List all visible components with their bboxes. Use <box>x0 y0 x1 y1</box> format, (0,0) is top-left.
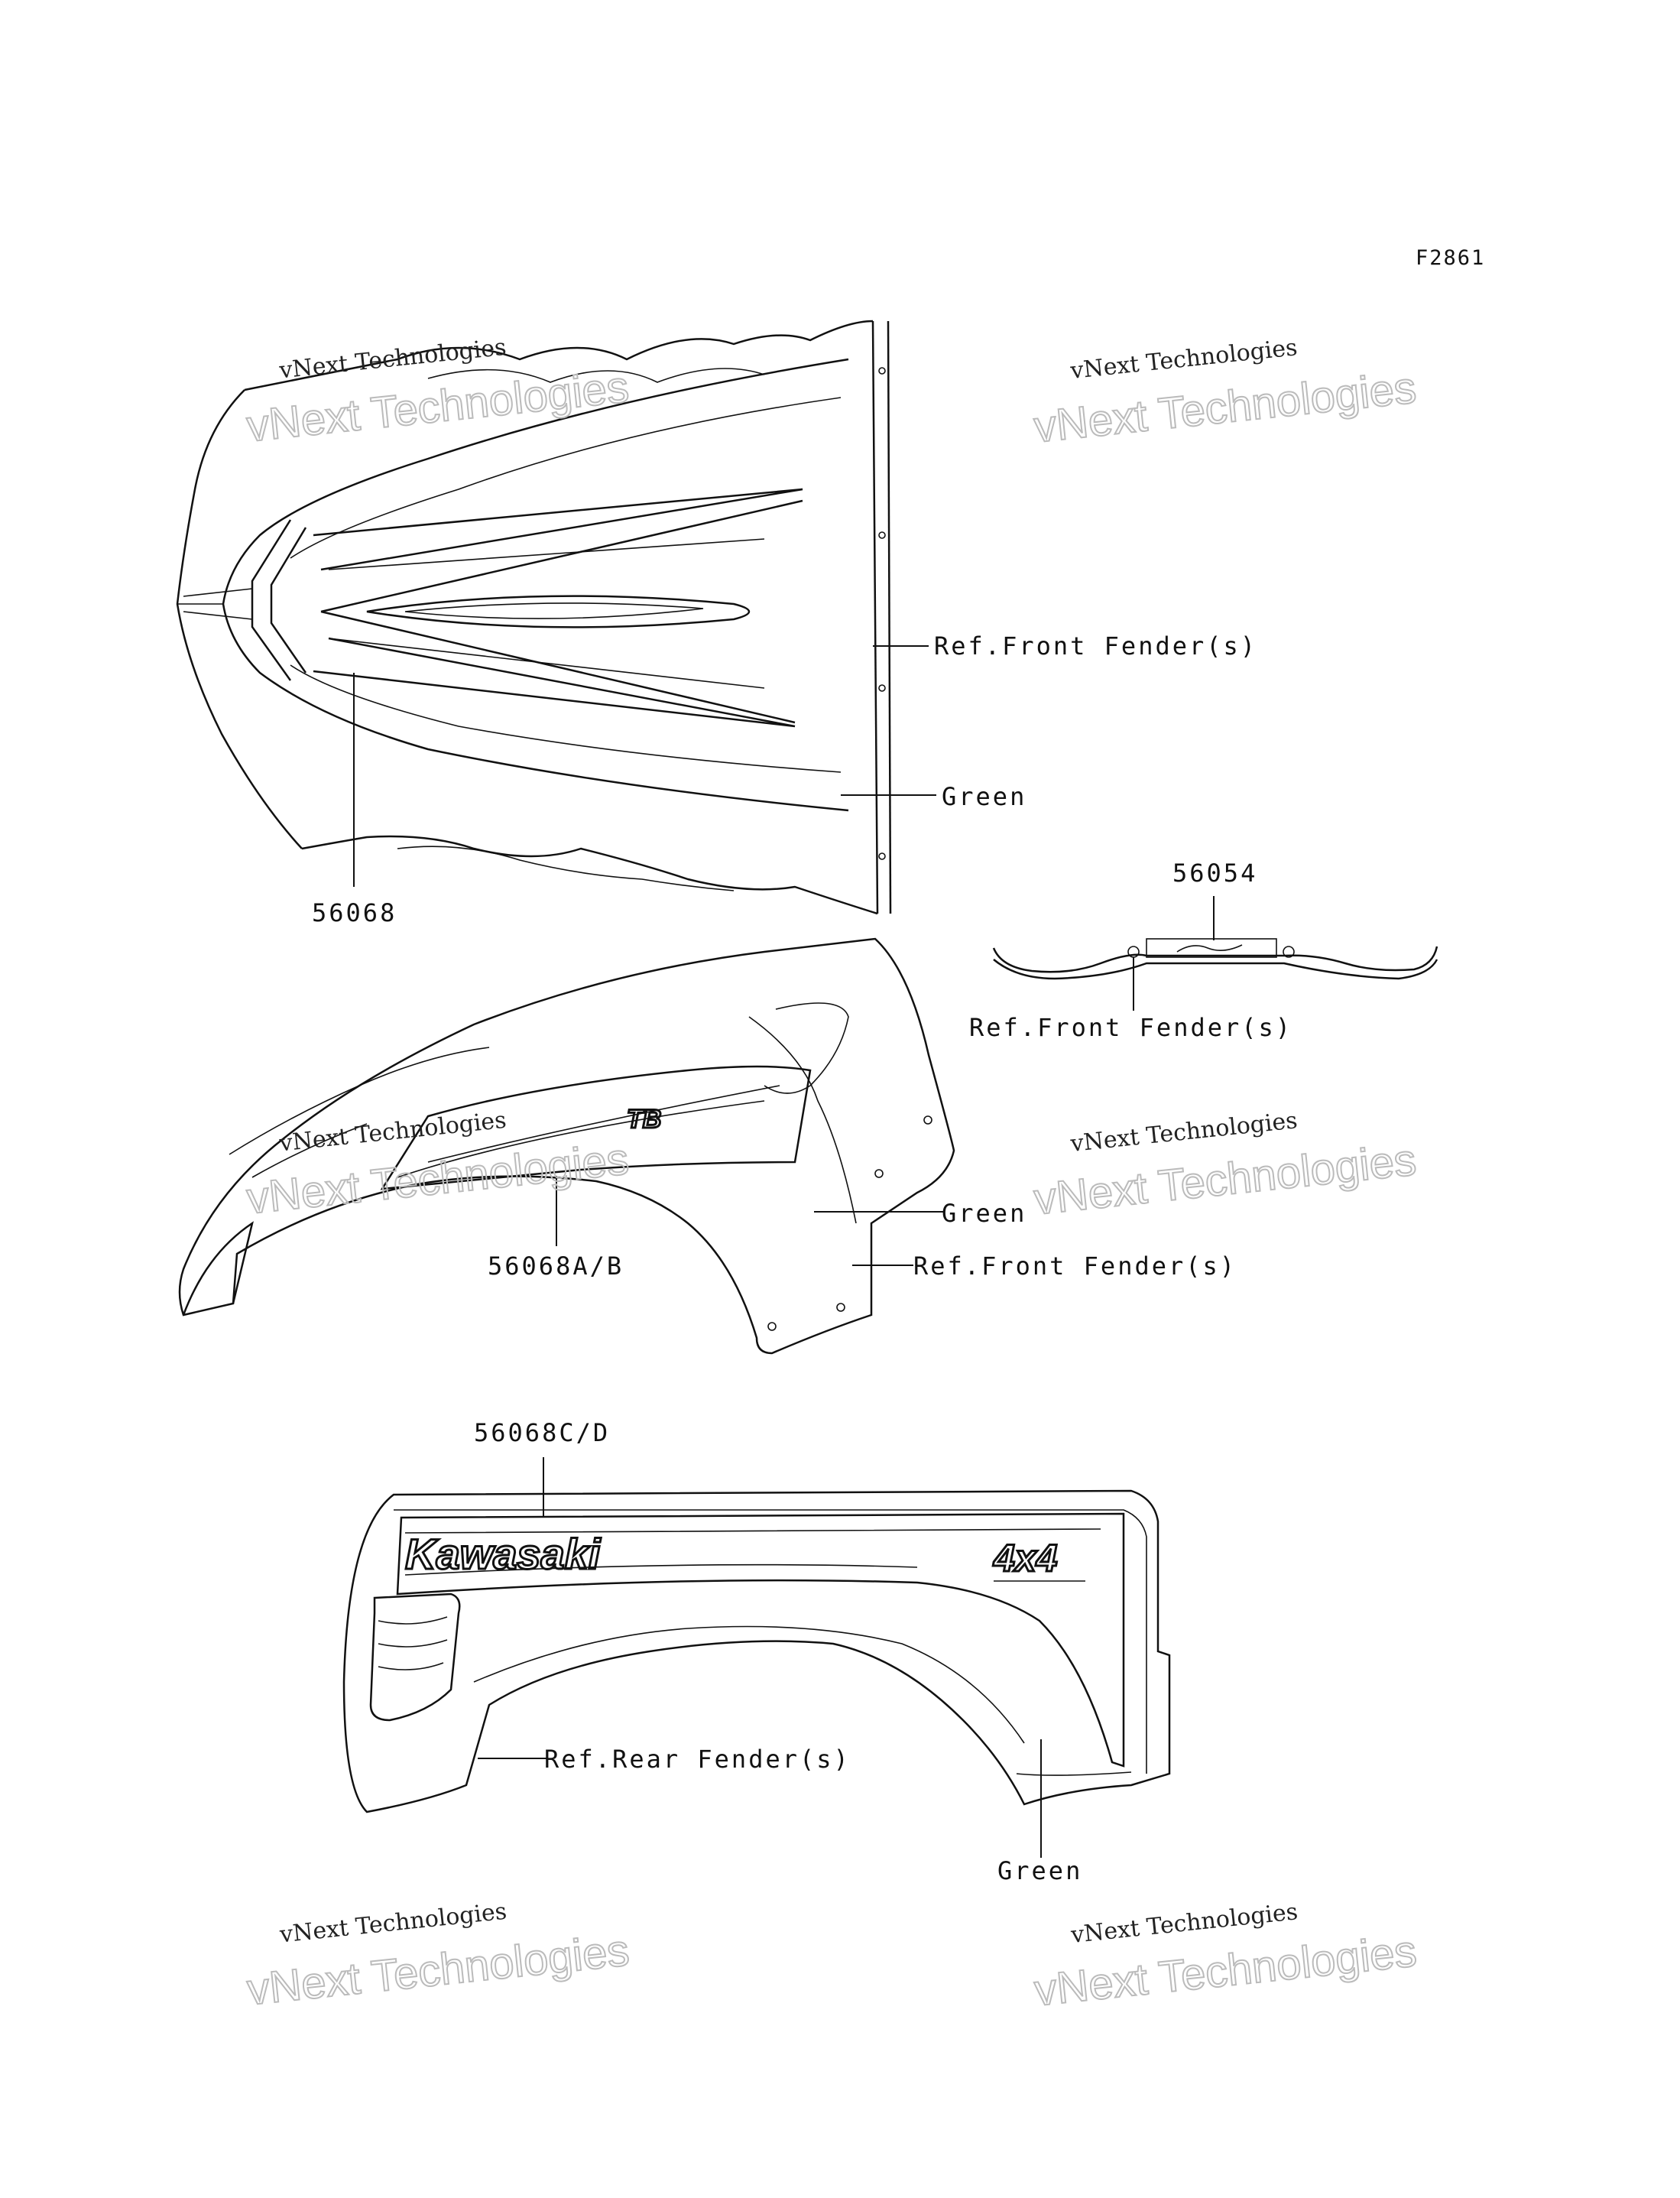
callout-ref-front-fender-2: Ref.Front Fender(s) <box>969 1013 1292 1042</box>
svg-text:vNext Technologies: vNext Technologies <box>277 334 508 385</box>
callout-green-2: Green <box>942 1199 1026 1228</box>
four-by-four-logo: 4x4 <box>993 1537 1057 1580</box>
callout-green-3: Green <box>997 1856 1082 1885</box>
callout-ref-front-fender-1: Ref.Front Fender(s) <box>934 631 1257 661</box>
callout-56054: 56054 <box>1172 859 1257 888</box>
watermark-bottom-right: vNext Technologies vNext Technologies <box>1031 1898 1419 2016</box>
watermark-mid-right: vNext Technologies vNext Technologies <box>1031 1107 1419 1225</box>
callout-ref-rear-fender: Ref.Rear Fender(s) <box>544 1745 851 1774</box>
kawasaki-logo: Kawasaki <box>405 1530 602 1578</box>
watermark-top-left: vNext Technologies vNext Technologies <box>244 334 632 453</box>
front-fender-side-drawing: TB <box>178 937 955 1355</box>
watermark-top-right: vNext Technologies vNext Technologies <box>1031 334 1419 453</box>
callout-56068: 56068 <box>312 898 397 927</box>
callout-56068cd: 56068C/D <box>474 1418 610 1447</box>
rear-fender-drawing: Kawasaki 4x4 <box>342 1489 1171 1813</box>
figure-code: F2861 <box>1416 246 1485 270</box>
callout-ref-front-fender-3: Ref.Front Fender(s) <box>913 1252 1237 1281</box>
callout-green-1: Green <box>942 782 1026 811</box>
watermark-bottom-left: vNext Technologies vNext Technologies <box>244 1898 632 2016</box>
fender-brand-mark: TB <box>627 1105 661 1134</box>
svg-text:vNext Technologies: vNext Technologies <box>1069 334 1299 385</box>
front-bumper-drawing <box>992 938 1438 980</box>
callout-56068ab: 56068A/B <box>488 1252 624 1281</box>
watermark-mid-left: vNext Technologies vNext Technologies <box>244 1107 632 1225</box>
front-hood-drawing <box>176 320 892 915</box>
